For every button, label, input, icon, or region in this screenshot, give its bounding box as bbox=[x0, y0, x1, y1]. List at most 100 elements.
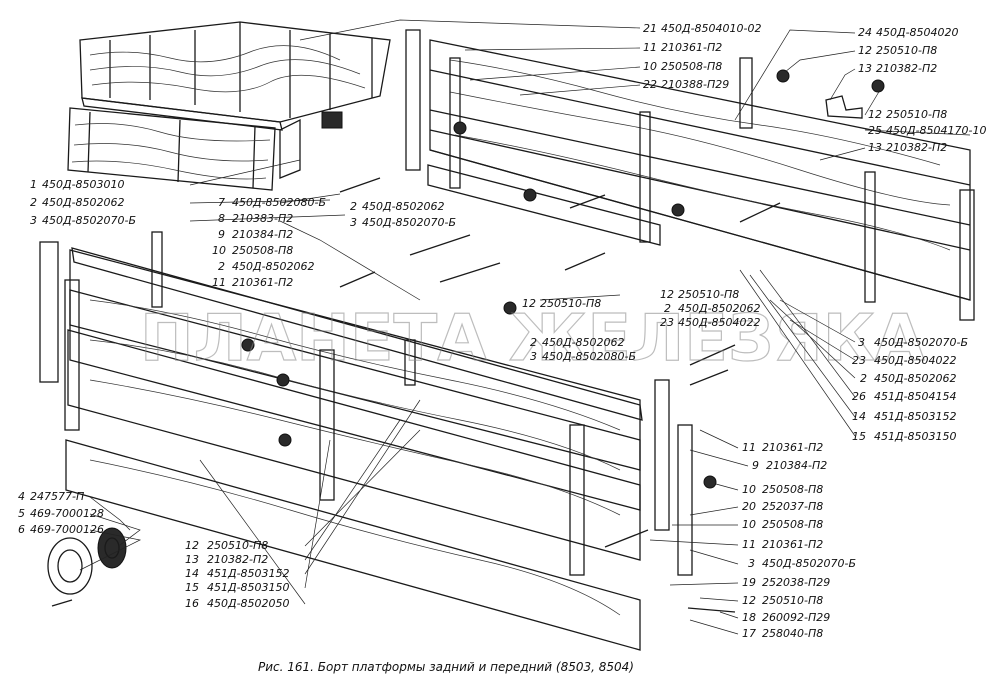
label-bl-0-num: 4 bbox=[18, 490, 25, 503]
part-labels: 21 450Д-8504010-02 11 210361-П2 10 25050… bbox=[18, 22, 987, 640]
label-r-15-num: 18 bbox=[742, 611, 756, 624]
label-bl-2-num: 6 bbox=[18, 523, 25, 536]
label-top-3-num: 22 bbox=[643, 78, 657, 91]
label-mr-0-code: 450Д-8502062 bbox=[362, 200, 445, 213]
label-r-12-code: 450Д-8502070-Б bbox=[762, 557, 856, 570]
label-r-1-num: 23 bbox=[852, 354, 866, 367]
label-ml-1-code: 210383-П2 bbox=[232, 212, 293, 225]
label-left-2-num: 3 bbox=[30, 214, 37, 227]
label-mr-0-num: 2 bbox=[350, 200, 357, 213]
label-bl-0-code: 247577-П bbox=[30, 490, 84, 503]
label-c-0-num: 12 bbox=[522, 297, 536, 310]
watermark: ПЛАНЕТА ЖЕЛЕЗЯКА bbox=[140, 302, 925, 376]
label-top-2-num: 10 bbox=[643, 60, 657, 73]
figure-caption: Рис. 161. Борт платформы задний и передн… bbox=[258, 660, 634, 674]
label-left-1-code: 450Д-8502062 bbox=[42, 196, 125, 209]
label-c-4-code: 450Д-8502062 bbox=[542, 336, 625, 349]
label-top-9-code: 210382-П2 bbox=[886, 141, 947, 154]
label-left-1-num: 2 bbox=[30, 196, 37, 209]
label-r-13-num: 19 bbox=[742, 576, 756, 589]
label-c-2-num: 2 bbox=[664, 302, 671, 315]
label-r-16-num: 17 bbox=[742, 627, 756, 640]
label-bl-1-num: 5 bbox=[18, 507, 25, 520]
bolts bbox=[241, 69, 885, 613]
label-top-6-code: 210382-П2 bbox=[876, 62, 937, 75]
label-bc-2-num: 14 bbox=[185, 567, 199, 580]
leader-lines bbox=[79, 19, 971, 635]
label-c-5-code: 450Д-8502080-Б bbox=[542, 350, 636, 363]
label-top-0-num: 21 bbox=[643, 22, 657, 35]
label-c-1-code: 250510-П8 bbox=[678, 288, 739, 301]
label-r-13-code: 252038-П29 bbox=[762, 576, 830, 589]
front-board-assembly bbox=[427, 39, 975, 321]
label-c-1-num: 12 bbox=[660, 288, 674, 301]
label-r-9-num: 20 bbox=[742, 500, 756, 513]
label-ml-5-num: 11 bbox=[212, 276, 226, 289]
label-top-8-code: 450Д-8504170-10 bbox=[886, 124, 987, 137]
label-bl-2-code: 469-7000126 bbox=[30, 523, 104, 536]
label-r-2-code: 450Д-8502062 bbox=[874, 372, 957, 385]
label-r-7-code: 210384-П2 bbox=[766, 459, 827, 472]
label-r-3-num: 26 bbox=[852, 390, 866, 403]
label-top-7-code: 250510-П8 bbox=[886, 108, 947, 121]
label-r-16-code: 258040-П8 bbox=[762, 627, 823, 640]
label-r-5-code: 451Д-8503150 bbox=[874, 430, 957, 443]
label-r-0-num: 3 bbox=[858, 336, 865, 349]
label-r-5-num: 15 bbox=[852, 430, 866, 443]
label-bc-4-num: 16 bbox=[185, 597, 199, 610]
label-c-2-code: 450Д-8502062 bbox=[678, 302, 761, 315]
label-r-11-code: 210361-П2 bbox=[762, 538, 823, 551]
label-bl-1-code: 469-7000128 bbox=[30, 507, 104, 520]
label-bc-1-num: 13 bbox=[185, 553, 199, 566]
label-left-2-code: 450Д-8502070-Б bbox=[42, 214, 136, 227]
rear-board-assembly bbox=[39, 29, 693, 651]
label-r-11-num: 11 bbox=[742, 538, 756, 551]
label-ml-4-code: 450Д-8502062 bbox=[232, 260, 315, 273]
label-bc-3-num: 15 bbox=[185, 581, 199, 594]
label-top-2-code: 250508-П8 bbox=[661, 60, 722, 73]
label-bc-4-code: 450Д-8502050 bbox=[207, 597, 290, 610]
label-r-8-code: 250508-П8 bbox=[762, 483, 823, 496]
label-r-9-code: 252037-П8 bbox=[762, 500, 823, 513]
label-r-8-num: 10 bbox=[742, 483, 756, 496]
label-top-6-num: 13 bbox=[858, 62, 872, 75]
label-top-8-num: 25 bbox=[868, 124, 882, 137]
seal-parts bbox=[47, 527, 127, 607]
label-mr-1-code: 450Д-8502070-Б bbox=[362, 216, 456, 229]
label-top-5-num: 12 bbox=[858, 44, 872, 57]
label-top-0-code: 450Д-8504010-02 bbox=[661, 22, 762, 35]
label-ml-1-num: 8 bbox=[218, 212, 225, 225]
label-left-0-num: 1 bbox=[30, 178, 37, 191]
label-r-12-num: 3 bbox=[748, 557, 755, 570]
label-r-1-code: 450Д-8504022 bbox=[874, 354, 957, 367]
label-r-14-num: 12 bbox=[742, 594, 756, 607]
label-c-3-num: 23 bbox=[660, 316, 674, 329]
label-r-2-num: 2 bbox=[860, 372, 867, 385]
label-ml-0-num: 7 bbox=[218, 196, 225, 209]
label-r-10-num: 10 bbox=[742, 518, 756, 531]
label-r-14-code: 250510-П8 bbox=[762, 594, 823, 607]
label-top-5-code: 250510-П8 bbox=[876, 44, 937, 57]
label-ml-5-code: 210361-П2 bbox=[232, 276, 293, 289]
label-mr-1-num: 3 bbox=[350, 216, 357, 229]
label-top-1-code: 210361-П2 bbox=[661, 41, 722, 54]
label-r-6-code: 210361-П2 bbox=[762, 441, 823, 454]
label-r-6-num: 11 bbox=[742, 441, 756, 454]
label-top-7-num: 12 bbox=[868, 108, 882, 121]
label-ml-2-code: 210384-П2 bbox=[232, 228, 293, 241]
label-left-0-code: 450Д-8503010 bbox=[42, 178, 125, 191]
label-bc-1-code: 210382-П2 bbox=[207, 553, 268, 566]
label-top-1-num: 11 bbox=[643, 41, 657, 54]
label-ml-0-code: 450Д-8502080-Б bbox=[232, 196, 326, 209]
label-r-4-num: 14 bbox=[852, 410, 866, 423]
label-bc-3-code: 451Д-8503150 bbox=[207, 581, 290, 594]
label-top-4-num: 24 bbox=[858, 26, 872, 39]
label-ml-4-num: 2 bbox=[218, 260, 225, 273]
label-ml-2-num: 9 bbox=[218, 228, 225, 241]
label-ml-3-num: 10 bbox=[212, 244, 226, 257]
truck-platform-illustration bbox=[67, 21, 391, 191]
label-c-5-num: 3 bbox=[530, 350, 537, 363]
label-c-0-code: 250510-П8 bbox=[540, 297, 601, 310]
label-bc-0-code: 250510-П8 bbox=[207, 539, 268, 552]
label-top-3-code: 210388-П29 bbox=[661, 78, 729, 91]
